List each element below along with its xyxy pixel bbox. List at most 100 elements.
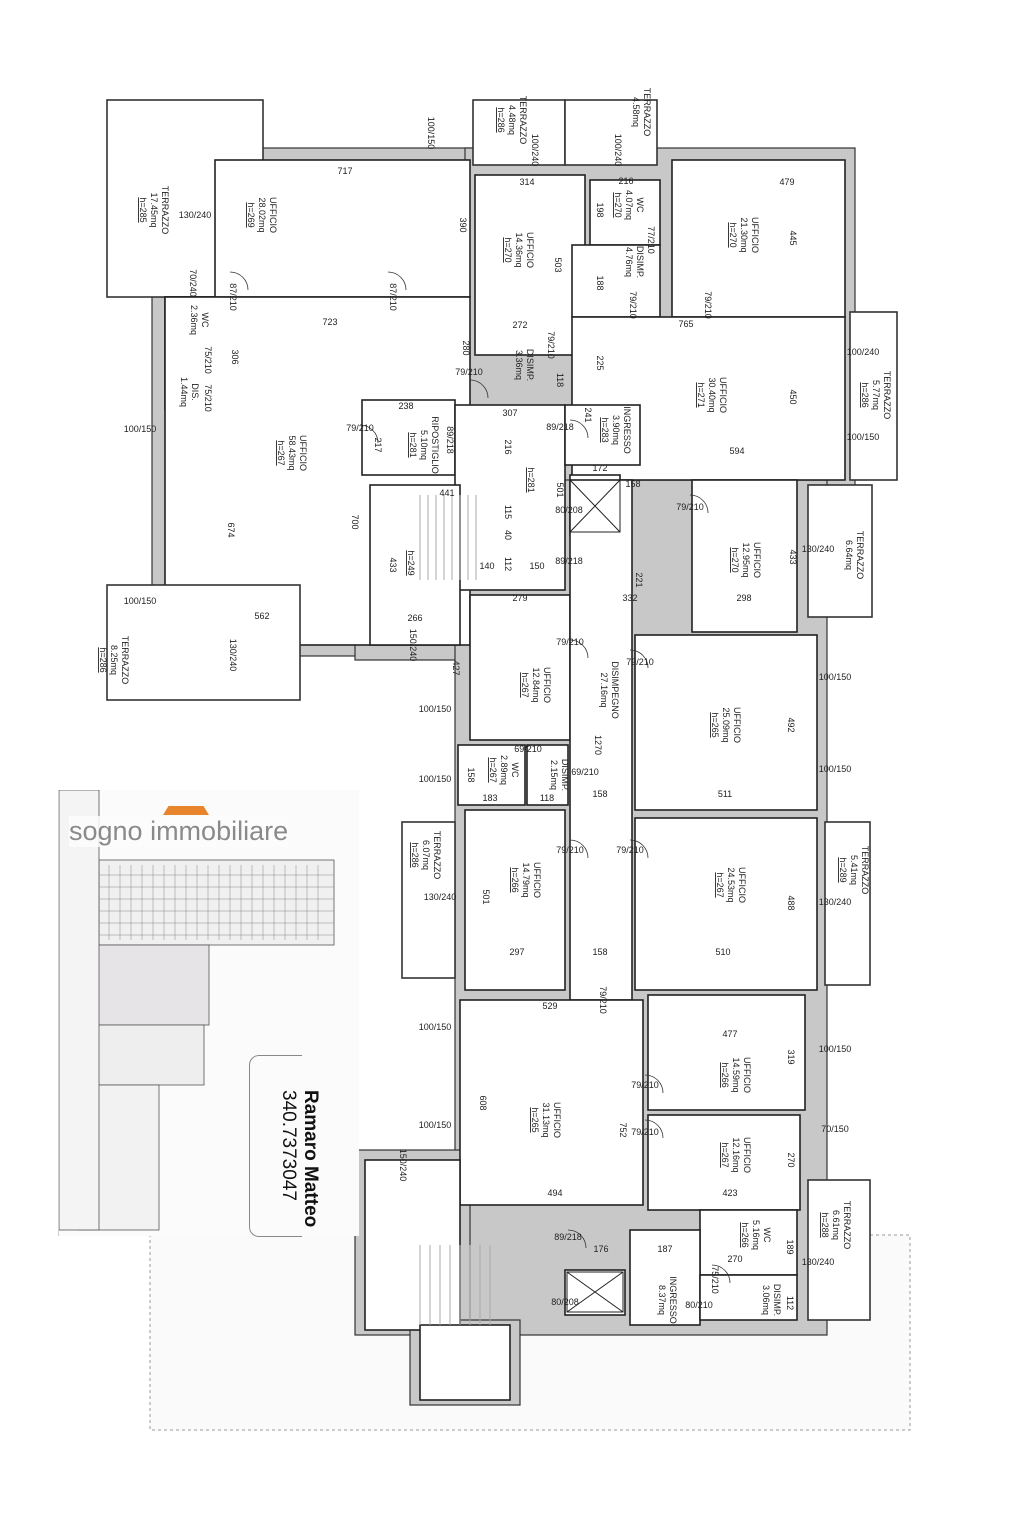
room-height: h=281 (526, 467, 536, 492)
room-name: UFFICIO (532, 862, 542, 898)
room-label: UFFICIO14.79mqh=266 (510, 862, 542, 898)
door-swing-icon (569, 419, 589, 439)
dimension-label: 115 (503, 505, 513, 519)
room-outline (571, 244, 661, 318)
room-height: h=281 (408, 432, 418, 457)
dimension-label: 510 (715, 947, 730, 957)
opening-size: 89/218 (445, 426, 455, 454)
room-outline (214, 159, 471, 298)
door-swing-icon (644, 1074, 664, 1094)
opening-size: 100/150 (847, 432, 880, 442)
room-label: INGRESSO8.37mq (657, 1276, 678, 1324)
room-outline (464, 809, 566, 991)
opening-size: 100/150 (426, 117, 436, 150)
opening-size: 79/210 (556, 845, 584, 855)
dimension-label: 752 (618, 1122, 628, 1137)
room-name: UFFICIO (750, 217, 760, 253)
room-outline (699, 1209, 798, 1276)
room-height: h=266 (740, 1222, 750, 1247)
room-label: TERRAZZO6.64mq (844, 531, 865, 580)
room-name: DISIMP. (635, 246, 645, 278)
dimension-label: 112 (785, 1296, 795, 1310)
room-name: WC (200, 313, 210, 328)
opening-size: 79/210 (631, 1127, 659, 1137)
room-label: h=249 (406, 550, 416, 575)
terrace-outline (824, 821, 871, 986)
dimension-label: 494 (547, 1188, 562, 1198)
room-height: h=286 (860, 382, 870, 407)
room-area: 6.07mq (421, 840, 431, 870)
opening-size: 79/210 (455, 367, 483, 377)
opening-size: 75/210 (203, 384, 213, 412)
dimension-label: 445 (788, 230, 798, 245)
dimension-label: 189 (785, 1239, 795, 1254)
opening-size: 100/240 (847, 347, 880, 357)
room-outline (469, 594, 571, 741)
room-height: h=249 (406, 550, 416, 575)
room-area: 3.06mq (761, 1285, 771, 1315)
room-label: TERRAZZO5.77mqh=286 (860, 371, 892, 420)
room-height: h=267 (720, 1142, 730, 1167)
room-area: 14.36mq (514, 232, 524, 267)
room-height: h=267 (276, 440, 286, 465)
room-name: TERRAZZO (120, 636, 130, 685)
dimension-label: 270 (786, 1152, 796, 1167)
door-swing-icon (569, 839, 589, 859)
opening-size: 79/210 (556, 637, 584, 647)
room-area: 31.13mq (541, 1102, 551, 1137)
room-name: TERRAZZO (855, 531, 865, 580)
opening-size: 150/240 (408, 629, 418, 662)
elevator-shaft (569, 479, 621, 533)
room-area: 3.90mq (611, 415, 621, 445)
door-swing-icon (229, 271, 249, 291)
opening-size: 79/210 (628, 291, 638, 319)
room-name: DISIMPEGNO (610, 661, 620, 719)
dimension-label: 501 (481, 889, 491, 904)
room-area: 5.10mq (419, 430, 429, 460)
agent-phone[interactable]: 340.7373047 (278, 1090, 299, 1201)
room-label: TERRAZZO4.58mq (631, 88, 652, 137)
room-outline (459, 999, 644, 1206)
room-area: 21.30mq (739, 217, 749, 252)
dimension-label: 158 (466, 767, 476, 782)
dimension-label: 150 (529, 561, 544, 571)
room-height: h=269 (246, 202, 256, 227)
dimension-label: 390 (458, 217, 468, 232)
room-label: UFFICIO12.16mqh=267 (720, 1137, 752, 1173)
dimension-label: 503 (553, 257, 563, 272)
dimension-label: 479 (779, 177, 794, 187)
dimension-label: 427 (451, 660, 461, 675)
room-label: INGRESSO3.90mqh=283 (600, 406, 632, 454)
room-area: 2.89mq (499, 755, 509, 785)
room-name: UFFICIO (737, 867, 747, 903)
opening-size: 100/150 (124, 424, 157, 434)
dimension-label: 423 (722, 1188, 737, 1198)
room-outline (629, 1229, 701, 1326)
opening-size: 100/240 (613, 134, 623, 167)
room-area: 30.40mq (707, 377, 717, 412)
room-name: TERRAZZO (882, 371, 892, 420)
dimension-label: 450 (788, 389, 798, 404)
opening-size: 89/218 (546, 422, 574, 432)
room-area: 5.16mq (751, 1220, 761, 1250)
room-label: UFFICIO30.40mqh=271 (696, 377, 728, 413)
dimension-label: 238 (398, 401, 413, 411)
room-height: h=267 (488, 757, 498, 782)
opening-size: 100/150 (819, 764, 852, 774)
room-label: UFFICIO58.43mqh=267 (276, 435, 308, 471)
opening-size: 89/218 (554, 1232, 582, 1242)
opening-size: 77/210 (646, 226, 656, 254)
room-label: RIPOSTIGLIO5.10mqh=281 (408, 416, 440, 474)
room-name: RIPOSTIGLIO (430, 416, 440, 474)
room-name: DISIMP. (525, 349, 535, 381)
room-area: 58.43mq (287, 435, 297, 470)
room-height: h=266 (510, 867, 520, 892)
dimension-label: 477 (722, 1029, 737, 1039)
room-height: h=270 (503, 237, 513, 262)
room-height: h=265 (710, 712, 720, 737)
dimension-label: 118 (540, 793, 554, 803)
opening-size: 75/210 (710, 1266, 720, 1294)
dimension-label: 765 (678, 319, 693, 329)
room-name: UFFICIO (268, 197, 278, 233)
